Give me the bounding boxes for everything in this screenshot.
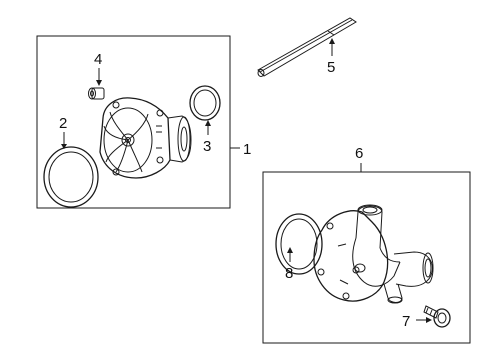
- callout-6: 6: [355, 145, 363, 162]
- housing-group: [262, 163, 471, 344]
- callout-5-arrow: [329, 38, 335, 44]
- thermostat-housing: [313, 204, 434, 304]
- callout-4: 4: [94, 51, 102, 68]
- callout-1: 1: [243, 141, 251, 158]
- pump-group: [36, 35, 240, 209]
- callout-8-arrow: [287, 247, 293, 253]
- callout-8: 8: [285, 265, 293, 282]
- callout-3-arrow: [205, 120, 211, 126]
- callout-4-arrow: [96, 80, 102, 86]
- o-ring-small: [189, 85, 221, 121]
- water-pump-assembly: [99, 97, 192, 179]
- callout-3: 3: [203, 138, 211, 155]
- pump-group-frame: [36, 35, 231, 209]
- callout-2-arrow: [61, 144, 67, 149]
- bolt: [423, 305, 451, 328]
- callout-7: 7: [402, 313, 410, 330]
- callout-5: 5: [327, 59, 335, 76]
- callout-2: 2: [59, 115, 67, 132]
- callout-7-arrow: [426, 317, 432, 323]
- pulley-bushing: [88, 87, 105, 100]
- drive-shaft: [257, 17, 357, 77]
- housing-gasket: [275, 213, 323, 275]
- pump-gasket-large: [43, 146, 99, 208]
- housing-group-frame: [262, 171, 471, 344]
